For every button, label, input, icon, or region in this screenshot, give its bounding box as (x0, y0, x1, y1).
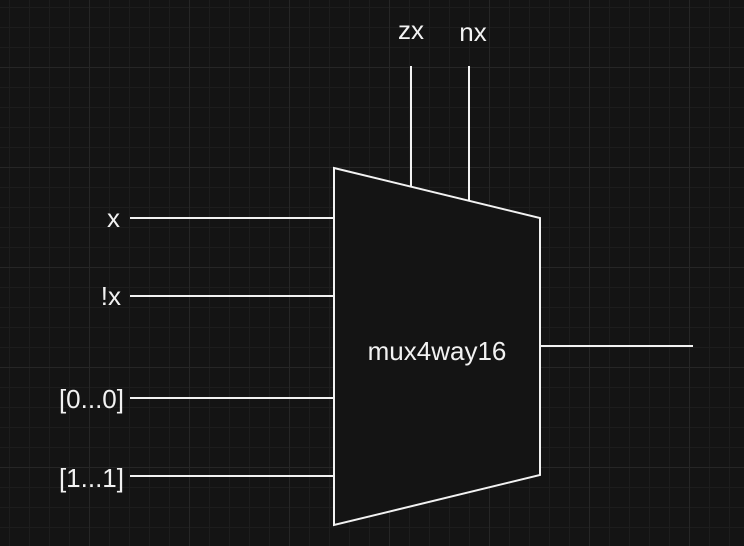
select-label-nx: nx (459, 17, 486, 47)
input-label-zero: [0...0] (59, 384, 124, 414)
mux-body (333, 166, 541, 527)
input-label-one: [1...1] (59, 463, 124, 493)
mux-label: mux4way16 (368, 336, 507, 366)
input-label-x: x (107, 203, 120, 233)
select-label-zx: zx (398, 15, 424, 45)
input-label-not-x: !x (101, 281, 121, 311)
